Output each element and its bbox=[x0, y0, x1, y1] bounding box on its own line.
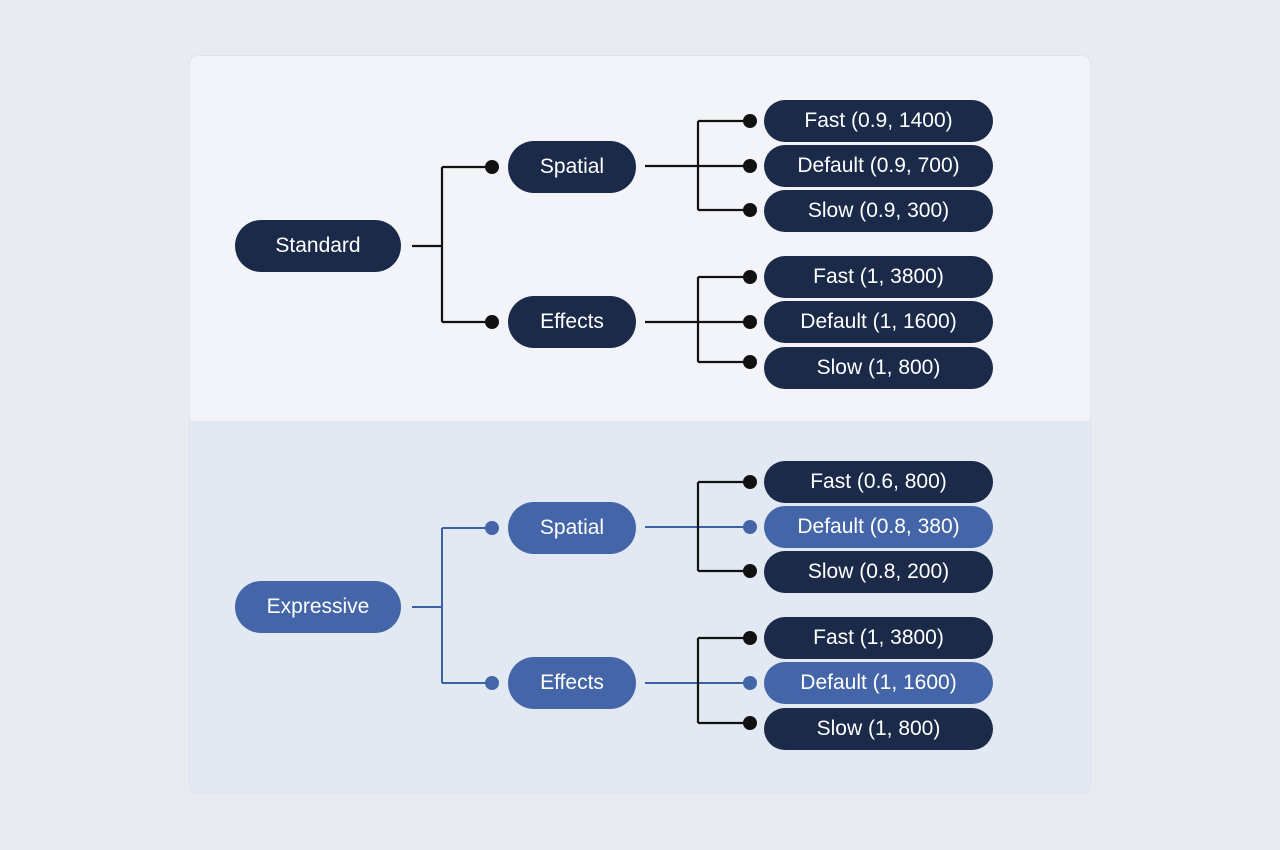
leaf-node: Fast (0.9, 1400) bbox=[764, 100, 993, 142]
branch-node-spatial: Spatial bbox=[508, 141, 636, 193]
leaf-node-highlighted: Default (0.8, 380) bbox=[764, 506, 993, 548]
leaf-node: Slow (0.8, 200) bbox=[764, 551, 993, 593]
root-node-standard: Standard bbox=[235, 220, 401, 272]
leaf-node-highlighted: Default (1, 1600) bbox=[764, 662, 993, 704]
leaf-node: Slow (1, 800) bbox=[764, 708, 993, 750]
leaf-node: Fast (0.6, 800) bbox=[764, 461, 993, 503]
branch-node-effects: Effects bbox=[508, 296, 636, 348]
root-node-expressive: Expressive bbox=[235, 581, 401, 633]
branch-node-spatial: Spatial bbox=[508, 502, 636, 554]
branch-node-effects: Effects bbox=[508, 657, 636, 709]
leaf-node: Default (1, 1600) bbox=[764, 301, 993, 343]
leaf-node: Slow (0.9, 300) bbox=[764, 190, 993, 232]
leaf-node: Fast (1, 3800) bbox=[764, 617, 993, 659]
leaf-node: Fast (1, 3800) bbox=[764, 256, 993, 298]
leaf-node: Default (0.9, 700) bbox=[764, 145, 993, 187]
leaf-node: Slow (1, 800) bbox=[764, 347, 993, 389]
